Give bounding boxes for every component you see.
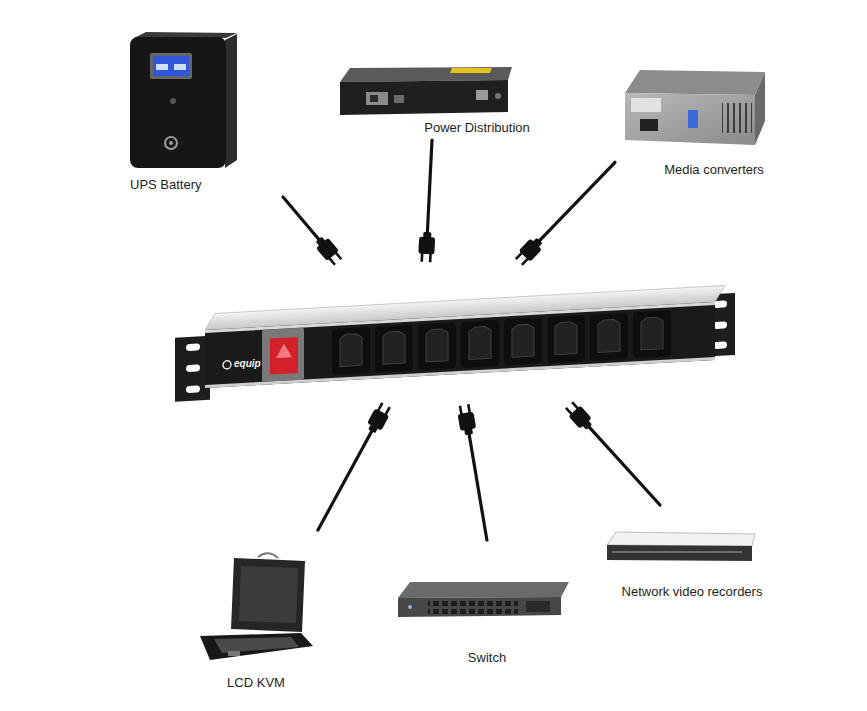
plug-pin [467, 404, 471, 413]
plug [563, 400, 595, 433]
cable-line [537, 162, 615, 243]
plug [456, 404, 477, 436]
device-label: LCD KVM [227, 675, 285, 691]
device-label: Switch [468, 650, 506, 666]
plug-body [519, 238, 542, 261]
plug [418, 232, 435, 263]
cable-line [318, 428, 374, 530]
plug [313, 234, 345, 267]
plug-pin [521, 258, 529, 266]
power-cable [563, 400, 660, 505]
brand-logo: equip [234, 358, 261, 370]
power-cable [456, 404, 487, 540]
plug [513, 235, 545, 268]
switch-device: Switch [390, 540, 575, 670]
cable-line [587, 424, 661, 505]
plug-body [418, 237, 435, 255]
plug-pin [328, 257, 336, 266]
device-label: Network video recorders [622, 584, 763, 600]
device-label: UPS Battery [130, 177, 202, 193]
power-cable [418, 140, 435, 262]
media-converter-device: Media converters [615, 62, 775, 180]
plug-pin [571, 401, 579, 409]
plug-pin [459, 405, 463, 414]
device-label: Power Distribution [424, 120, 530, 136]
power-cable [283, 197, 344, 267]
plug-pin [335, 252, 343, 261]
nvr-device: Network video recorders [605, 505, 780, 605]
pdu-strip: equip [170, 262, 740, 405]
plug-pin [429, 253, 432, 262]
lcd-kvm-picture [200, 553, 313, 660]
ups-device: UPS Battery [118, 25, 293, 197]
plug-pin [377, 402, 384, 411]
outlets [332, 310, 671, 375]
media-converter-picture [625, 70, 765, 145]
plug [365, 401, 393, 435]
ups-picture [130, 32, 237, 168]
plug-body [568, 406, 591, 429]
cable-line [469, 431, 487, 540]
plug-pin [420, 253, 423, 262]
plug-pin [565, 407, 573, 415]
device-label: Media converters [664, 162, 764, 178]
power-distribution-picture [340, 67, 512, 115]
cable-line [283, 197, 321, 242]
pdu-picture [175, 285, 735, 402]
plug-pin [515, 252, 523, 260]
plug-body [316, 238, 339, 261]
plug-pin [384, 406, 391, 415]
nvr-picture [607, 532, 755, 561]
lcd-kvm-device: LCD KVM [195, 530, 320, 695]
cable-line [427, 140, 432, 236]
power-cable [318, 401, 393, 530]
power-cable [513, 162, 615, 267]
power-distribution-device: Power Distribution [330, 60, 534, 140]
switch-picture [398, 582, 569, 617]
